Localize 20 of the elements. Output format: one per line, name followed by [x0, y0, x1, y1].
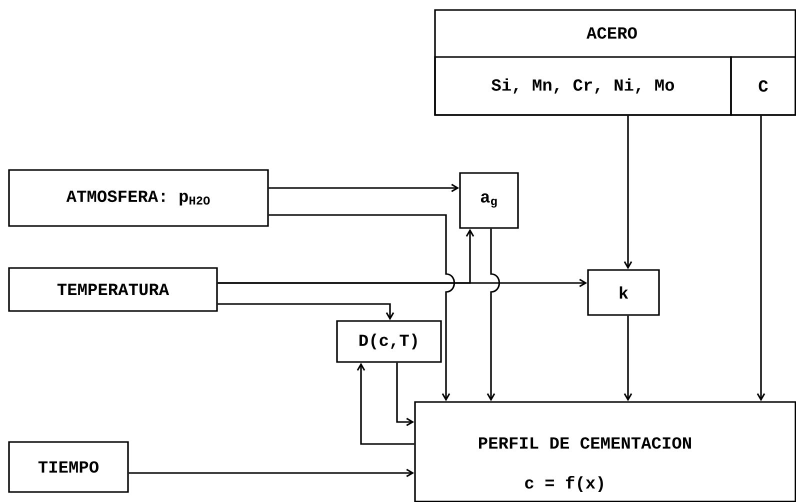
arrow	[218, 303, 394, 320]
arrow	[486, 228, 500, 402]
arrow	[268, 214, 455, 402]
block-box: D(c,T)	[336, 320, 442, 363]
arrow	[396, 362, 414, 426]
arrow	[128, 468, 414, 478]
result-box: PERFIL DE CEMENTACION c = f(x)	[414, 401, 796, 502]
arrow	[624, 116, 632, 270]
arrow	[624, 316, 632, 402]
cell: Si, Mn, Cr, Ni, Mo	[434, 56, 732, 116]
block-box: ATMOSFERA: p$_{H2O}$	[8, 169, 269, 227]
block-box: k	[587, 269, 660, 316]
cell: C	[730, 56, 796, 116]
block-box: TEMPERATURA	[8, 267, 218, 312]
arrow	[356, 362, 414, 445]
arrow	[756, 116, 766, 402]
arrow	[218, 278, 588, 288]
block-box: TIEMPO	[8, 441, 129, 493]
arrow	[268, 184, 460, 192]
block-box: a$_{g}$	[459, 172, 519, 229]
